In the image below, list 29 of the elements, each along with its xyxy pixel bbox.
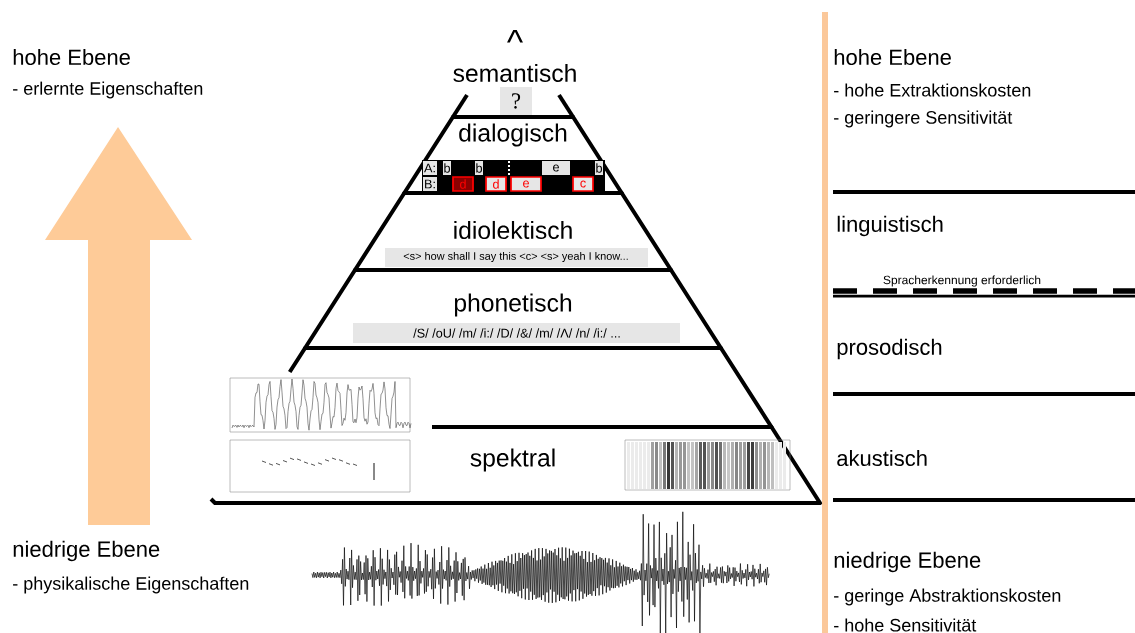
note: - erlernte Eigenschaften — [13, 81, 203, 99]
utterance-cell: d — [485, 176, 507, 192]
utterance-cell: b — [475, 161, 483, 175]
utterance-cell: b — [443, 161, 451, 175]
note: Spracherkennung erforderlich — [883, 275, 1041, 287]
pyramid-band: phonetisch /S/ /oU/ /m/ /i:/ /D/ /&/ /m/ /Λ/ /n/ /i:/ ... — [303, 268, 723, 350]
heading: hohe Ebene — [834, 48, 951, 66]
note: - physikalische Eigenschaften — [13, 576, 249, 594]
row-label: B: — [425, 179, 435, 189]
heading: niedrige Ebene — [834, 551, 981, 573]
heading: niedrige Ebene — [13, 540, 160, 562]
row-label: A: — [424, 163, 435, 173]
level-label: prosodisch — [837, 338, 942, 360]
heading: hohe Ebene — [13, 48, 130, 66]
note: - hohe Extraktionskosten — [834, 83, 1031, 97]
question-box: ? — [500, 87, 532, 115]
utterance-cell: e — [542, 161, 570, 175]
note: - geringe Abstraktionskosten — [834, 588, 1061, 606]
utterance-cell: b — [595, 161, 603, 175]
caret-symbol: ^ — [507, 30, 523, 43]
level-label: semantisch — [453, 63, 576, 83]
utterance-cell: e — [510, 176, 542, 192]
pyramid-band: spektral — [210, 425, 822, 505]
utterance-cell: d — [452, 176, 474, 192]
utterance-cell: c — [572, 176, 594, 192]
note: - geringere Sensitivität — [834, 110, 1013, 128]
level-label: linguistisch — [837, 215, 943, 237]
pyramid-band: idiolektisch <s> how shall I say this <c> <s> yeah I know... — [353, 191, 673, 272]
note: - hohe Sensitivität — [834, 618, 977, 632]
